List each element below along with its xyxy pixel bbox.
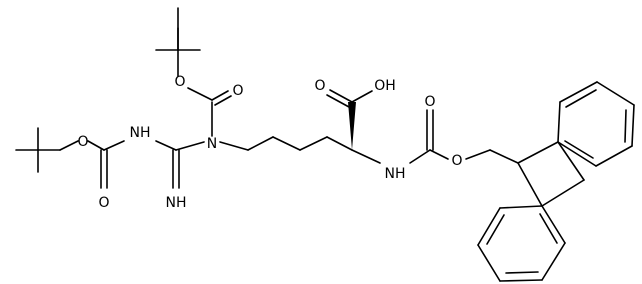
wedge-bond bbox=[348, 102, 356, 150]
bond bbox=[489, 149, 519, 164]
bond bbox=[214, 95, 232, 106]
bond bbox=[564, 140, 594, 159]
bond bbox=[155, 140, 177, 151]
bond bbox=[596, 81, 635, 106]
bond bbox=[517, 141, 559, 164]
bond bbox=[326, 136, 353, 151]
bond bbox=[541, 205, 566, 244]
bond bbox=[187, 87, 213, 101]
bond bbox=[59, 140, 79, 151]
atom-nh: NH bbox=[385, 166, 406, 182]
bond bbox=[299, 136, 328, 151]
bond bbox=[499, 205, 543, 209]
atom-oh: OH bbox=[374, 78, 396, 94]
atom-o: O bbox=[314, 78, 325, 94]
bond bbox=[211, 90, 229, 101]
atom-o: O bbox=[232, 83, 243, 99]
bond bbox=[557, 141, 597, 167]
bond bbox=[329, 89, 353, 103]
bond bbox=[103, 140, 125, 151]
bond bbox=[219, 141, 249, 151]
bond bbox=[557, 101, 561, 143]
bond bbox=[477, 207, 501, 246]
bond bbox=[429, 149, 449, 160]
tert-butyl-top bbox=[155, 7, 201, 51]
atom-nh: NH bbox=[166, 195, 187, 211]
bond bbox=[505, 271, 539, 274]
bond bbox=[486, 214, 505, 245]
bond bbox=[517, 162, 543, 207]
bond bbox=[87, 140, 105, 151]
bond bbox=[499, 279, 543, 282]
bond bbox=[477, 244, 501, 282]
atom-o: O bbox=[77, 134, 88, 150]
atom-o: O bbox=[98, 195, 109, 211]
bond bbox=[557, 141, 585, 181]
bond bbox=[465, 149, 491, 160]
atom-n: N bbox=[207, 136, 217, 152]
bond bbox=[175, 141, 205, 151]
bond bbox=[565, 89, 597, 108]
bond bbox=[631, 104, 635, 147]
bond bbox=[351, 149, 381, 164]
atom-o: O bbox=[424, 94, 435, 110]
atom-nh: NH bbox=[130, 125, 151, 141]
tert-butyl-left bbox=[15, 127, 61, 173]
fluorene-ring-system bbox=[477, 81, 635, 282]
bond bbox=[541, 179, 585, 207]
atom-o: O bbox=[174, 74, 185, 90]
bond bbox=[595, 145, 633, 167]
bond bbox=[539, 213, 558, 244]
bond bbox=[409, 149, 431, 164]
bond bbox=[541, 242, 566, 281]
bond bbox=[624, 109, 627, 143]
bond bbox=[247, 136, 274, 151]
bond bbox=[351, 90, 373, 103]
bond bbox=[272, 136, 301, 151]
atom-o: O bbox=[451, 153, 462, 169]
bond bbox=[559, 81, 598, 103]
bond bbox=[326, 94, 350, 108]
